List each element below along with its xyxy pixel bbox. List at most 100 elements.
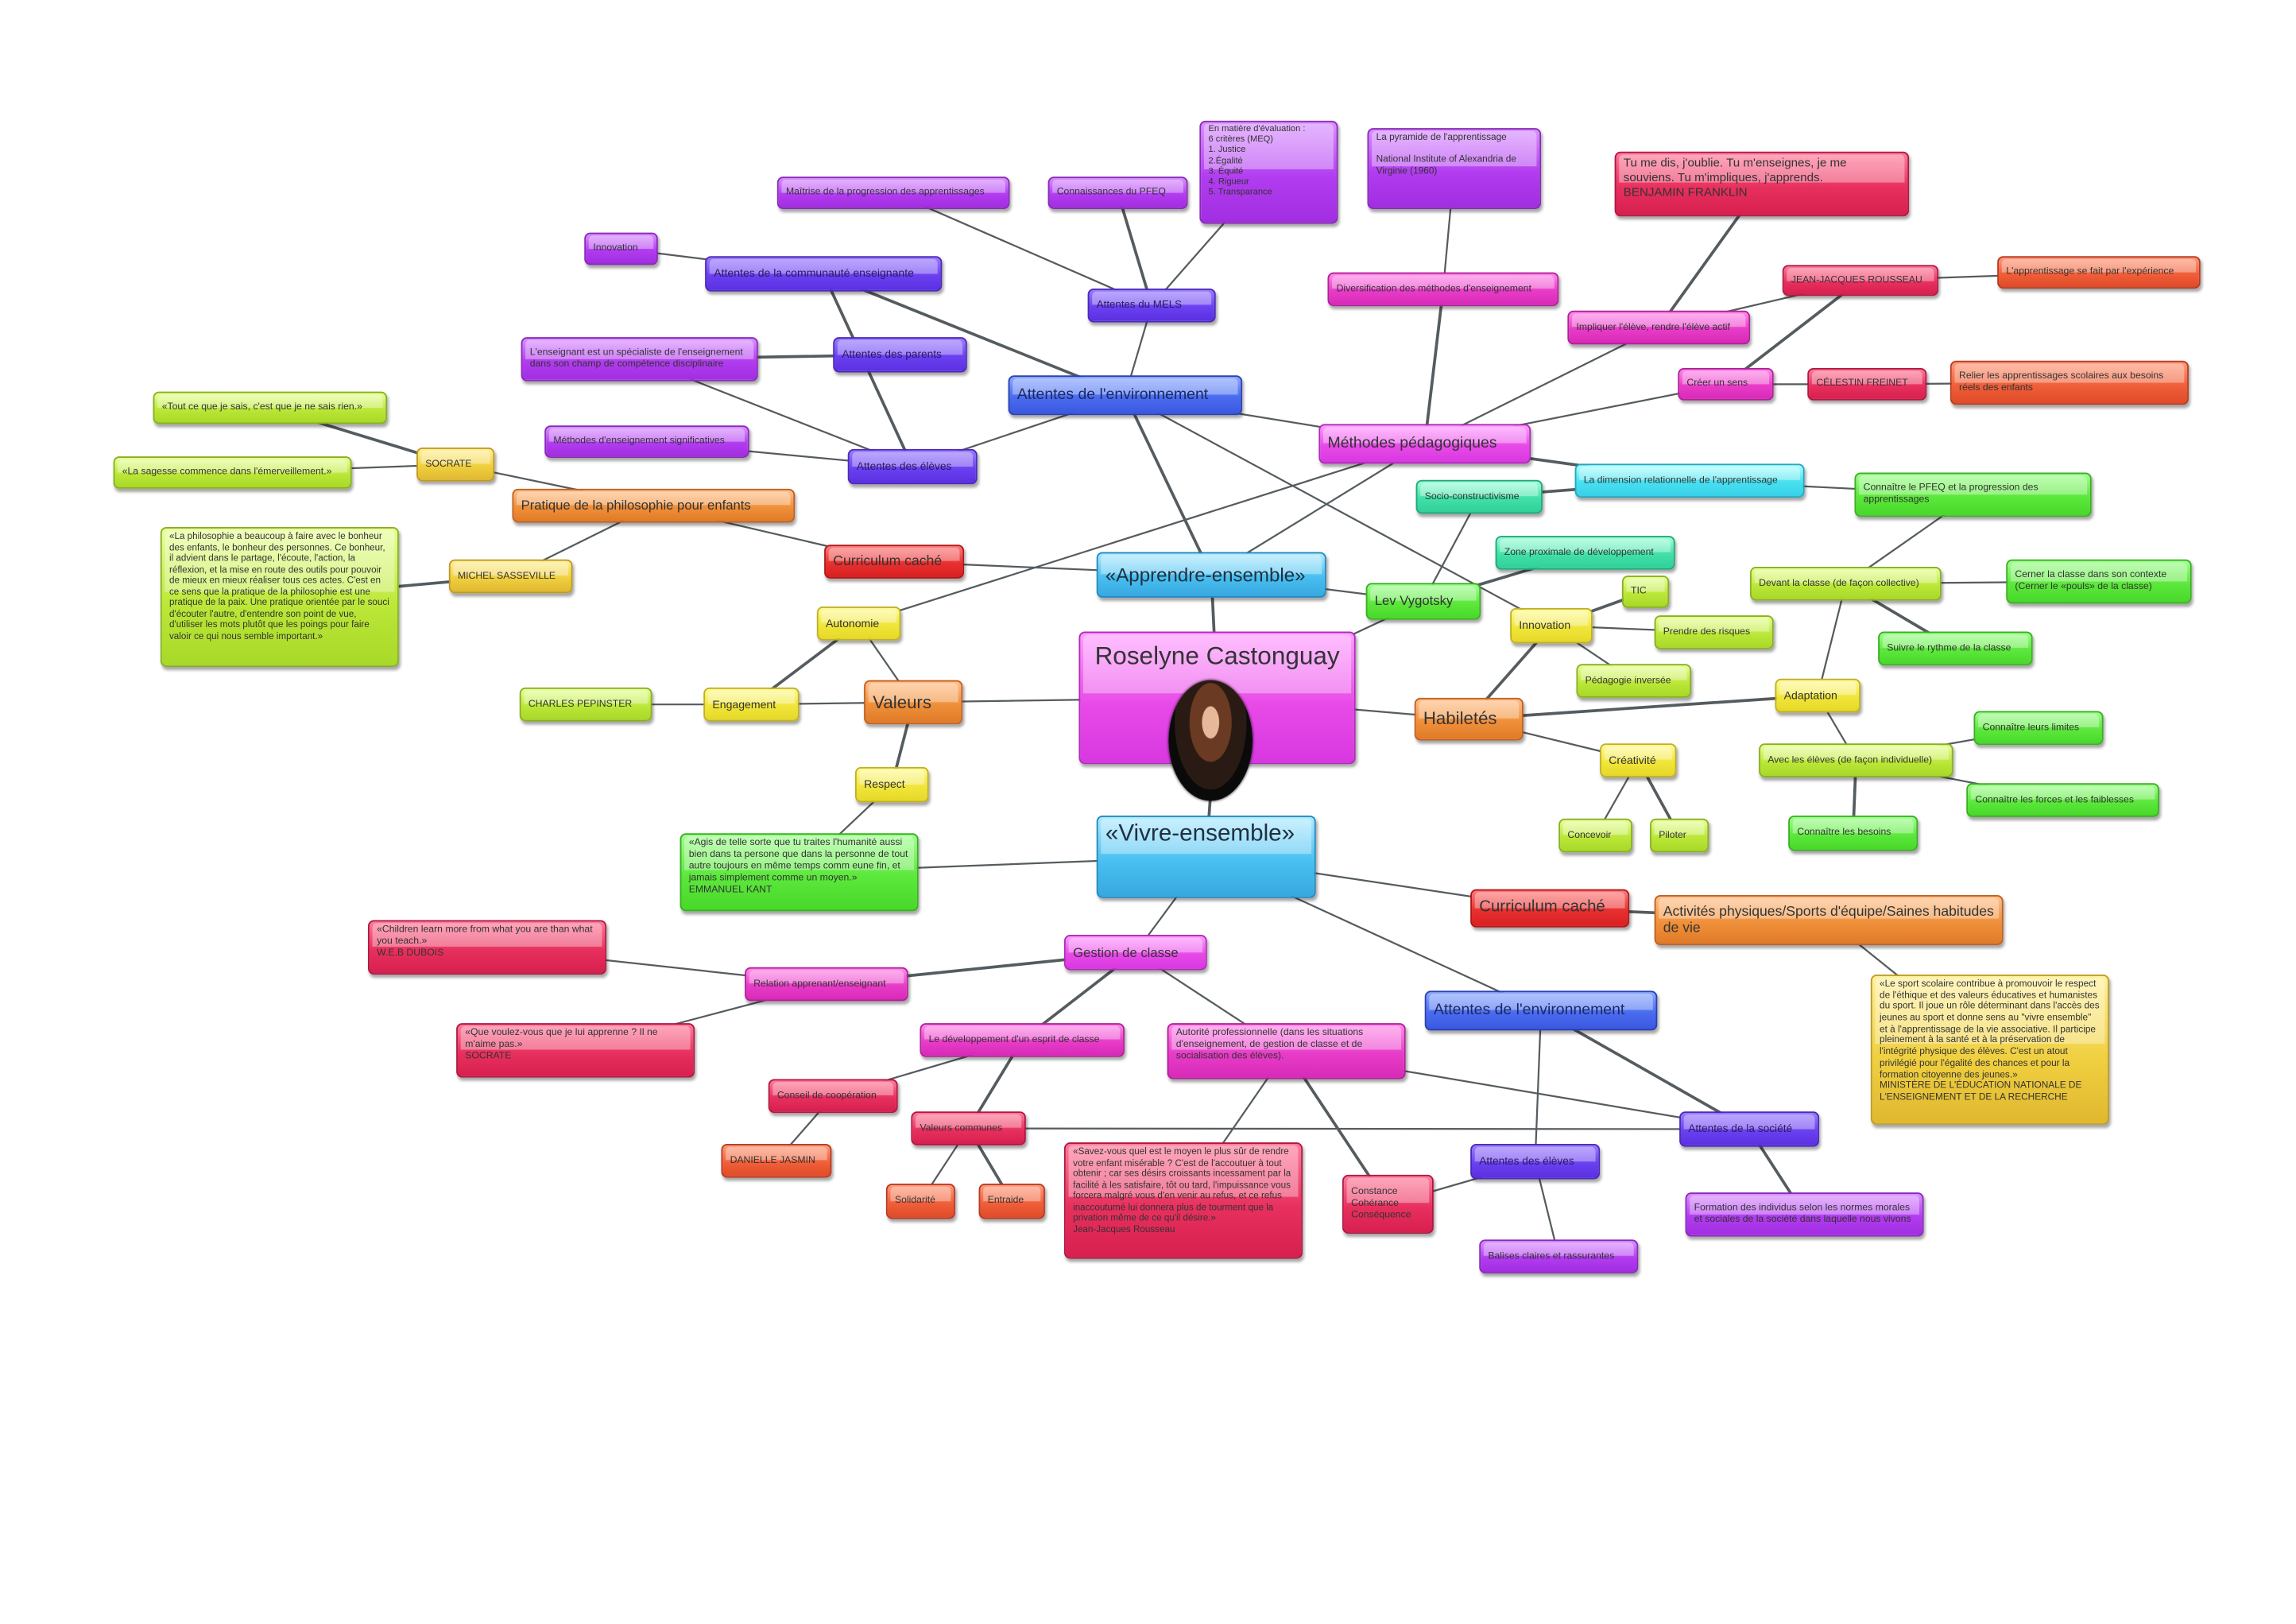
node-solidarite[interactable]: Solidarité — [885, 1184, 955, 1219]
node-relier[interactable]: Relier les apprentissages scolaires aux … — [1949, 360, 2189, 405]
node-jasmin[interactable]: DANIELLE JASMIN — [721, 1144, 832, 1178]
node-label: Habiletés — [1423, 708, 1497, 730]
node-maitrise[interactable]: Maîtrise de la progression des apprentis… — [776, 176, 1010, 209]
node-relation[interactable]: La dimension relationnelle de l'apprenti… — [1574, 463, 1805, 498]
node-label: MICHEL SASSEVILLE — [457, 570, 556, 581]
node-experience[interactable]: L'apprentissage se fait par l'expérience — [1997, 256, 2201, 289]
node-michel[interactable]: MICHEL SASSEVILLE — [448, 559, 573, 594]
node-pedinv[interactable]: Pédagogie inversée — [1576, 664, 1691, 698]
node-label: Méthodes pédagogiques — [1327, 434, 1497, 452]
node-methped[interactable]: Méthodes pédagogiques — [1318, 424, 1531, 464]
node-engagement[interactable]: Engagement — [703, 687, 800, 722]
node-respect[interactable]: Respect — [855, 766, 929, 803]
node-valcomm[interactable]: Valeurs communes — [911, 1111, 1026, 1145]
node-autorite[interactable]: Autorité professionnelle (dans les situa… — [1167, 1023, 1406, 1079]
node-avec[interactable]: Avec les élèves (de façon individuelle) — [1759, 743, 1953, 777]
node-commun[interactable]: Attentes de la communauté enseignante — [705, 256, 943, 292]
node-parents[interactable]: Attentes des parents — [833, 337, 967, 373]
node-label: Innovation — [593, 242, 638, 254]
node-label: Solidarité — [895, 1195, 935, 1206]
node-rousseauquote[interactable]: «Savez-vous quel est le moyen le plus sû… — [1063, 1142, 1303, 1259]
node-env1[interactable]: Attentes de l'environnement — [1008, 375, 1243, 416]
node-franklin[interactable]: Tu me dis, j'oublie. Tu m'enseignes, je … — [1614, 151, 1910, 217]
node-tout[interactable]: «Tout ce que je sais, c'est que je ne sa… — [153, 391, 388, 424]
node-label: Connaître le PFEQ et la progression des … — [1863, 483, 2039, 506]
node-curr1[interactable]: Curriculum caché — [824, 545, 965, 579]
node-mels[interactable]: Attentes du MELS — [1087, 288, 1216, 323]
node-creativite[interactable]: Créativité — [1600, 743, 1677, 777]
node-suivre[interactable]: Suivre le rythme de la classe — [1878, 631, 2033, 666]
connector-adaptation-habiletes — [1467, 694, 1820, 721]
node-concevoir[interactable]: Concevoir — [1558, 818, 1632, 853]
node-adaptation[interactable]: Adaptation — [1775, 678, 1860, 713]
node-label: La pyramide de l'apprentissage National … — [1376, 132, 1516, 177]
node-label: Connaître les besoins — [1797, 827, 1891, 838]
node-philo[interactable]: Pratique de la philosophie pour enfants — [512, 488, 796, 523]
node-freinet[interactable]: CÉLESTIN FREINET — [1807, 368, 1927, 401]
node-label: «Savez-vous quel est le moyen le plus sû… — [1073, 1146, 1291, 1235]
node-habiletes[interactable]: Habiletés — [1414, 697, 1524, 741]
node-que[interactable]: «Que voulez-vous que je lui apprenne ? I… — [456, 1023, 695, 1078]
node-tic[interactable]: TIC — [1621, 576, 1670, 608]
node-innov2[interactable]: Innovation — [1510, 607, 1593, 644]
node-devant[interactable]: Devant la classe (de façon collective) — [1750, 567, 1942, 601]
node-entraide[interactable]: Entraide — [978, 1184, 1045, 1219]
node-limites[interactable]: Connaître leurs limites — [1973, 711, 2104, 746]
node-valeurs[interactable]: Valeurs — [864, 680, 963, 725]
node-autonomie[interactable]: Autonomie — [816, 607, 901, 641]
node-piloter[interactable]: Piloter — [1650, 818, 1709, 853]
node-label: Créativité — [1609, 754, 1656, 767]
node-balises[interactable]: Balises claires et rassurantes — [1479, 1239, 1639, 1273]
node-pepinster[interactable]: CHARLES PEPINSTER — [519, 687, 652, 722]
node-formation[interactable]: Formation des individus selon les normes… — [1685, 1192, 1924, 1237]
node-zone[interactable]: Zone proximale de développement — [1495, 536, 1675, 570]
node-env2[interactable]: Attentes de l'environnement — [1424, 990, 1658, 1031]
node-connPFEQ[interactable]: Connaissances du PFEQ — [1047, 176, 1188, 209]
node-kant[interactable]: «Agis de telle sorte que tu traites l'hu… — [680, 833, 919, 912]
node-label: L'enseignant est un spécialiste de l'ens… — [529, 347, 743, 370]
node-cerner[interactable]: Cerner la classe dans son contexte (Cern… — [2006, 559, 2192, 604]
node-divers[interactable]: Diversification des méthodes d'enseignem… — [1327, 272, 1559, 307]
node-methsig[interactable]: Méthodes d'enseignement significatives — [544, 425, 749, 458]
node-sagesse[interactable]: «La sagesse commence dans l'émerveilleme… — [113, 456, 352, 489]
node-label: Impliquer l'élève, rendre l'élève actif — [1576, 321, 1730, 332]
node-label: Maîtrise de la progression des apprentis… — [785, 187, 985, 198]
node-socio[interactable]: Socio-constructivisme — [1415, 479, 1543, 514]
node-curr2[interactable]: Curriculum caché — [1470, 889, 1630, 928]
node-vygotsky[interactable]: Lev Vygotsky — [1365, 583, 1481, 620]
node-label: En matière d'évaluation : 6 critères (ME… — [1208, 125, 1306, 198]
node-apprendre[interactable]: «Apprendre-ensemble» — [1096, 552, 1326, 598]
node-label: Conseil de coopération — [776, 1090, 877, 1101]
node-eval[interactable]: En matière d'évaluation : 6 critères (ME… — [1199, 120, 1338, 224]
node-societe[interactable]: Attentes de la société — [1679, 1111, 1820, 1147]
node-connaitrePFEQ[interactable]: Connaître le PFEQ et la progression des … — [1854, 472, 2092, 517]
node-label: Curriculum caché — [833, 552, 943, 570]
node-sports[interactable]: Activités physiques/Sports d'équipe/Sain… — [1654, 895, 2004, 945]
node-eleves1[interactable]: Attentes des élèves — [847, 448, 978, 485]
node-conseil[interactable]: Conseil de coopération — [768, 1079, 898, 1114]
node-specialiste[interactable]: L'enseignant est un spécialiste de l'ens… — [521, 337, 758, 382]
node-dubois[interactable]: «Children learn more from what you are t… — [368, 920, 607, 975]
node-label: Connaissances du PFEQ — [1056, 187, 1166, 198]
node-risques[interactable]: Prendre des risques — [1654, 615, 1774, 649]
node-besoins[interactable]: Connaître les besoins — [1788, 816, 1918, 851]
node-socrate[interactable]: SOCRATE — [416, 448, 495, 482]
node-impliquer[interactable]: Impliquer l'élève, rendre l'élève actif — [1567, 310, 1751, 345]
node-relapp[interactable]: Relation apprenant/enseignant — [745, 967, 908, 1002]
node-sportquote[interactable]: «Le sport scolaire contribue à promouvoi… — [1870, 975, 2109, 1125]
node-dev[interactable]: Le développement d'un esprit de classe — [920, 1023, 1125, 1057]
node-rousseau[interactable]: JEAN-JACQUES ROUSSEAU — [1782, 265, 1939, 297]
node-label: Autorité professionnelle (dans les situa… — [1175, 1027, 1364, 1061]
node-vivre[interactable]: «Vivre-ensemble» — [1096, 816, 1316, 898]
node-pyramide[interactable]: La pyramide de l'apprentissage National … — [1367, 128, 1542, 209]
node-label: Concevoir — [1567, 829, 1612, 840]
node-creer[interactable]: Créer un sens — [1678, 368, 1774, 401]
node-eleves2[interactable]: Attentes des élèves — [1470, 1144, 1601, 1180]
node-label: «Le sport scolaire contribue à promouvoi… — [1880, 979, 2100, 1103]
node-philoquote[interactable]: «La philosophie a beaucoup à faire avec … — [160, 527, 399, 667]
node-innov1[interactable]: Innovation — [584, 232, 658, 265]
node-gestion[interactable]: Gestion de classe — [1063, 935, 1207, 971]
node-forces[interactable]: Connaître les forces et les faiblesses — [1966, 783, 2159, 817]
node-constance[interactable]: Constance Cohérance Conséquence — [1342, 1174, 1434, 1234]
